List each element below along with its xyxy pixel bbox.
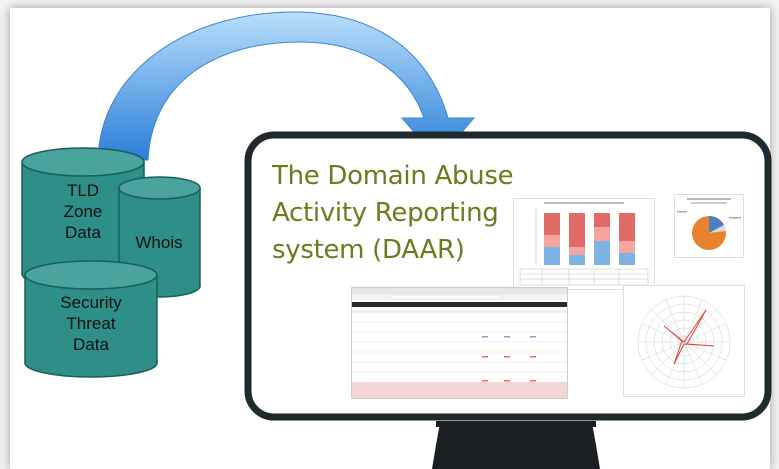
tld-zone-data-label: TLD Zone Data <box>43 180 123 243</box>
pie-chart-thumbnail <box>674 194 744 258</box>
zone-label-line: Zone <box>63 202 103 221</box>
flow-arrow <box>97 11 476 161</box>
security-threat-data-label: Security Threat Data <box>48 292 134 355</box>
data-label-line: Data <box>65 223 101 242</box>
whois-label: Whois <box>135 233 183 252</box>
security-threat-cylinder <box>24 260 158 378</box>
stacked-bar-chart-thumbnail <box>513 198 655 290</box>
security-label-line: Security <box>60 293 122 312</box>
data-label-line-2: Data <box>73 335 109 354</box>
monitor-neck <box>436 421 596 427</box>
title-line-2: Activity Reporting <box>272 198 499 228</box>
threat-label-line: Threat <box>66 314 116 333</box>
daar-title: The Domain Abuse Activity Reporting syst… <box>272 158 532 269</box>
radar-chart-image <box>637 295 731 389</box>
dashboard-screenshot-image <box>352 288 567 398</box>
title-line-3: system (DAAR) <box>272 235 465 265</box>
tld-label-line: TLD <box>66 181 100 200</box>
title-line-1: The Domain Abuse <box>272 161 514 191</box>
stacked-bar-chart-image <box>514 199 654 289</box>
radar-chart-thumbnail <box>623 285 745 397</box>
pie-chart-image <box>677 198 741 250</box>
monitor-stand <box>432 423 600 469</box>
dashboard-screenshot-thumbnail <box>351 287 568 399</box>
